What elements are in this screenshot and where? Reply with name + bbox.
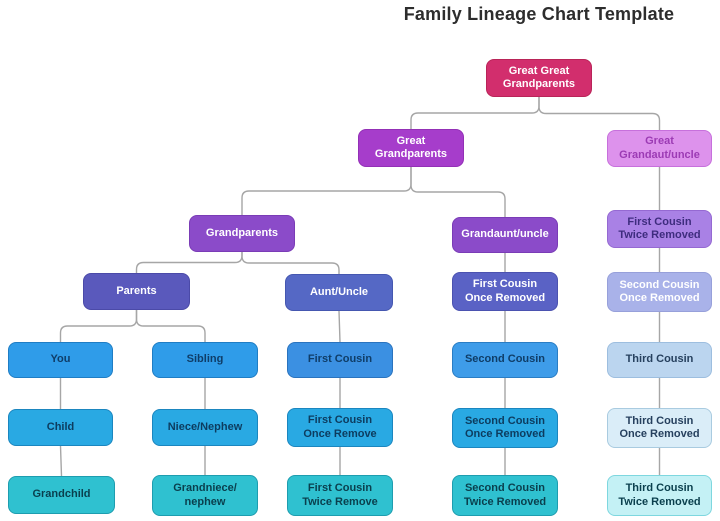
edge-grandparents--parents: [135, 251, 243, 274]
node-label: First Cousin: [307, 353, 373, 366]
node-label: Grandaunt/uncle: [461, 228, 549, 241]
node-label: Second Cousin Once Removed: [619, 278, 700, 304]
page-title: Family Lineage Chart Template: [403, 4, 675, 24]
node-first-cousin: First Cousin: [287, 342, 393, 378]
node-label: Grandparents: [205, 226, 279, 239]
node-label: You: [50, 353, 71, 366]
edge-child--grandchild: [59, 445, 63, 477]
node-sibling: Sibling: [152, 342, 258, 378]
node-label: Great Grandparents: [374, 134, 448, 160]
edge-grandparents--aunt-uncle: [241, 251, 340, 275]
node-label: Third Cousin: [625, 353, 694, 366]
node-third-cousin-once-removed: Third Cousin Once Removed: [607, 408, 712, 448]
node-grandaunt-uncle: Grandaunt/uncle: [452, 217, 558, 253]
node-you: You: [8, 342, 113, 378]
node-label: Sibling: [186, 353, 224, 366]
node-second-cousin: Second Cousin: [452, 342, 558, 378]
edge-aunt-uncle--first-cousin: [338, 310, 341, 343]
edge-parents--you: [59, 309, 138, 343]
node-label: First Cousin Once Remove: [303, 414, 377, 440]
edge-great-grandparents--grandparents: [241, 166, 412, 216]
node-label: Third Cousin Twice Removed: [618, 482, 701, 508]
node-label: Grandniece/ nephew: [173, 482, 237, 508]
node-third-cousin-twice-removed: Third Cousin Twice Removed: [607, 475, 712, 516]
node-first-cousin-once-removed: First Cousin Once Removed: [452, 272, 558, 311]
node-label: First Cousin Twice Removed: [618, 215, 701, 241]
node-child: Child: [8, 409, 113, 446]
node-label: Second Cousin Once Removed: [464, 414, 546, 440]
node-label: Aunt/Uncle: [309, 285, 369, 298]
node-parents: Parents: [83, 273, 190, 310]
edge-parents--sibling: [135, 309, 206, 343]
node-aunt-uncle: Aunt/Uncle: [285, 274, 393, 311]
node-label: Grandchild: [32, 488, 91, 501]
node-label: First Cousin Twice Remove: [302, 482, 378, 508]
node-label: Third Cousin Once Removed: [619, 414, 700, 440]
node-label: Great Grandaut/uncle: [619, 135, 700, 161]
node-second-cousin-once-removed-gen: Second Cousin Once Removed: [607, 272, 712, 312]
node-second-cousin-once-removed: Second Cousin Once Removed: [452, 408, 558, 448]
edge-great-great-grandparents--great-grandaut-uncle: [538, 96, 661, 131]
node-great-grandaut-uncle: Great Grandaut/uncle: [607, 130, 712, 167]
node-third-cousin: Third Cousin: [607, 342, 712, 378]
node-first-cousin-twice-removed-gen: First Cousin Twice Removed: [607, 210, 712, 248]
node-niece-nephew: Niece/Nephew: [152, 409, 258, 446]
node-first-cousin-once-remove: First Cousin Once Remove: [287, 408, 393, 447]
node-great-great-grandparents: Great Great Grandparents: [486, 59, 592, 97]
node-great-grandparents: Great Grandparents: [358, 129, 464, 167]
node-label: Niece/Nephew: [167, 420, 243, 433]
edge-great-grandparents--grandaunt-uncle: [410, 166, 506, 218]
node-label: Great Great Grandparents: [502, 64, 576, 90]
node-label: Second Cousin: [464, 353, 546, 366]
node-grandchild: Grandchild: [8, 476, 115, 514]
node-label: Child: [46, 420, 75, 433]
edge-great-great-grandparents--great-grandparents: [410, 96, 540, 130]
node-first-cousin-twice-remove: First Cousin Twice Remove: [287, 475, 393, 516]
node-label: First Cousin Once Removed: [464, 278, 546, 304]
node-grandniece-nephew: Grandniece/ nephew: [152, 475, 258, 516]
node-label: Second Cousin Twice Removed: [463, 482, 547, 508]
node-grandparents: Grandparents: [189, 215, 295, 252]
node-label: Parents: [116, 284, 157, 297]
node-second-cousin-twice-removed: Second Cousin Twice Removed: [452, 475, 558, 516]
